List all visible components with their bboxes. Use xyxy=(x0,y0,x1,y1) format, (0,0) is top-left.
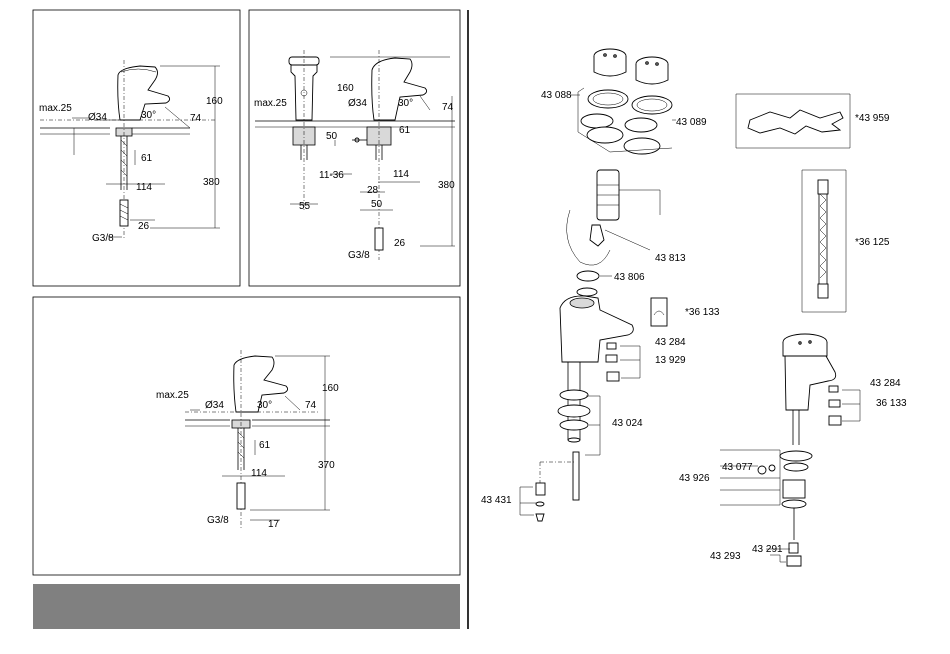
p2-d380: 380 xyxy=(438,180,455,191)
p2-d50b: 50 xyxy=(371,199,383,210)
part-43089: 43 089 xyxy=(676,117,707,128)
part-43284b: 43 284 xyxy=(870,378,901,389)
p3-d34: Ø34 xyxy=(205,400,224,411)
part-43959: *43 959 xyxy=(855,113,890,124)
p1-d26: 26 xyxy=(138,221,150,232)
part-13929: 13 929 xyxy=(655,355,686,366)
part-43077: 43 077 xyxy=(722,462,753,473)
p1-d160: 160 xyxy=(206,96,223,107)
p1-d61: 61 xyxy=(141,153,153,164)
panel-3-frame xyxy=(33,297,460,575)
p2-d114: 114 xyxy=(393,169,409,180)
part-43293: 43 293 xyxy=(710,551,741,562)
p3-d61: 61 xyxy=(259,440,271,451)
exploded-parts-view: 43 088 43 089 *43 959 *36 125 43 813 43 … xyxy=(481,49,907,566)
p2-d28: 28 xyxy=(367,185,379,196)
ring-set xyxy=(581,90,672,154)
p2-a30: 30° xyxy=(398,98,413,109)
panel-3-drawing: max.25 Ø34 30° 74 160 61 114 370 G3/8 17 xyxy=(156,350,339,530)
p3-a30: 30° xyxy=(257,400,272,411)
p1-d34: Ø34 xyxy=(88,112,107,123)
panel-1-drawing: max.25 Ø34 30° 74 160 61 114 380 26 G3/8 xyxy=(39,60,223,244)
cartridge xyxy=(567,170,660,265)
part-43284a: 43 284 xyxy=(655,337,686,348)
p3-max25: max.25 xyxy=(156,390,189,401)
p1-max25: max.25 xyxy=(39,103,72,114)
p2-d160: 160 xyxy=(337,83,354,94)
p2-d1136: 11-36 xyxy=(319,170,344,181)
spanner-tool xyxy=(748,110,843,134)
p2-g38: G3/8 xyxy=(348,250,370,261)
p2-d74: 74 xyxy=(442,102,454,113)
assembled-tap xyxy=(720,334,860,566)
p2-d61: 61 xyxy=(399,125,411,136)
p2-d50a: 50 xyxy=(326,131,338,142)
p3-d160: 160 xyxy=(322,383,339,394)
p2-d55: 55 xyxy=(299,201,311,212)
footer-bar xyxy=(33,584,460,629)
part-43088: 43 088 xyxy=(541,90,572,101)
panel-2-drawing: max.25 160 Ø34 30° 74 50 61 11-36 114 28… xyxy=(254,50,455,261)
part-43431: 43 431 xyxy=(481,495,512,506)
part-43813: 43 813 xyxy=(655,253,686,264)
connection-hose xyxy=(802,170,846,312)
p2-max25: max.25 xyxy=(254,98,287,109)
p2-d26: 26 xyxy=(394,238,406,249)
p3-d370: 370 xyxy=(318,460,335,471)
part-43291: 43 291 xyxy=(752,544,783,555)
p3-d114: 114 xyxy=(251,468,267,479)
panel-2-frame xyxy=(249,10,460,286)
p3-d17: 17 xyxy=(268,519,280,530)
part-43806: 43 806 xyxy=(614,272,645,283)
p1-d380: 380 xyxy=(203,177,220,188)
p2-d34: Ø34 xyxy=(348,98,367,109)
p3-g38: G3/8 xyxy=(207,515,229,526)
part-36133a: *36 133 xyxy=(685,307,720,318)
part-43024: 43 024 xyxy=(612,418,643,429)
panel-1-frame xyxy=(33,10,240,286)
p1-a30: 30° xyxy=(141,110,156,121)
part-36133b: 36 133 xyxy=(876,398,907,409)
p1-d114: 114 xyxy=(136,182,152,193)
push-buttons xyxy=(594,49,668,84)
p3-d74: 74 xyxy=(305,400,317,411)
part-43926: 43 926 xyxy=(679,473,710,484)
part-36125: *36 125 xyxy=(855,237,890,248)
p1-g38: G3/8 xyxy=(92,233,114,244)
p1-d74: 74 xyxy=(190,113,202,124)
